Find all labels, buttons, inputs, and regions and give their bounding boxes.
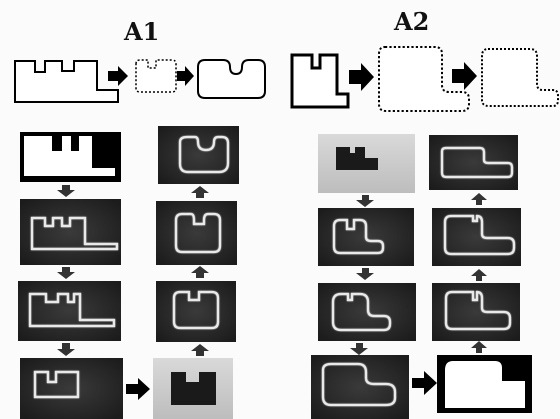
- a2-initial-shape: [290, 53, 350, 109]
- a2-right-arrow: [412, 371, 437, 395]
- a1-tile-1: [20, 132, 121, 182]
- a1-up-arrow-3: [191, 186, 209, 198]
- a2-down-arrow-3: [350, 343, 368, 355]
- a1-schematic: [14, 59, 266, 103]
- a1-initial-shape: [14, 60, 119, 103]
- a1-up-arrow-1: [191, 344, 209, 356]
- a2-up-arrow-3: [471, 193, 487, 205]
- a1-tile-2: [20, 199, 121, 265]
- a1-right-arrow: [126, 378, 150, 400]
- a2-final-shape: [481, 48, 559, 107]
- a2-tile-7: [432, 283, 520, 341]
- a2-arrow-1: [349, 63, 374, 91]
- a1-tile-3: [18, 281, 121, 341]
- a2-tile-4: [311, 355, 409, 419]
- panel-a1-label: A1: [124, 17, 160, 46]
- a1-tile-8: [153, 358, 233, 419]
- a2-tile-6: [432, 208, 521, 266]
- a1-final-shape: [197, 59, 266, 99]
- a1-tile-6: [156, 201, 237, 265]
- a2-arrow-2: [452, 62, 477, 90]
- a2-intermediate-shape: [378, 46, 470, 112]
- a2-down-arrow-2: [356, 268, 374, 280]
- a2-tile-3: [318, 283, 416, 341]
- a2-tile-5: [429, 135, 518, 190]
- a1-arrow-2: [177, 66, 194, 86]
- a1-tile-5: [158, 126, 239, 184]
- a2-down-arrow-1: [356, 195, 374, 207]
- a1-down-arrow-3: [57, 343, 75, 356]
- a2-tile-8: [437, 355, 532, 413]
- a1-arrow-1: [108, 66, 128, 86]
- a1-down-arrow-2: [57, 267, 75, 279]
- a2-tile-2: [318, 208, 414, 266]
- a1-down-arrow-1: [57, 185, 75, 197]
- a2-tile-1: [318, 134, 415, 193]
- a2-up-arrow-2: [471, 269, 487, 281]
- a1-intermediate-shape: [135, 59, 177, 93]
- panel-a2-label: A2: [394, 7, 430, 36]
- a1-tile-7: [156, 281, 236, 342]
- a2-schematic: [290, 46, 559, 112]
- a2-up-arrow-1: [471, 341, 487, 353]
- a1-up-arrow-2: [191, 266, 209, 278]
- a1-tile-4: [20, 358, 123, 419]
